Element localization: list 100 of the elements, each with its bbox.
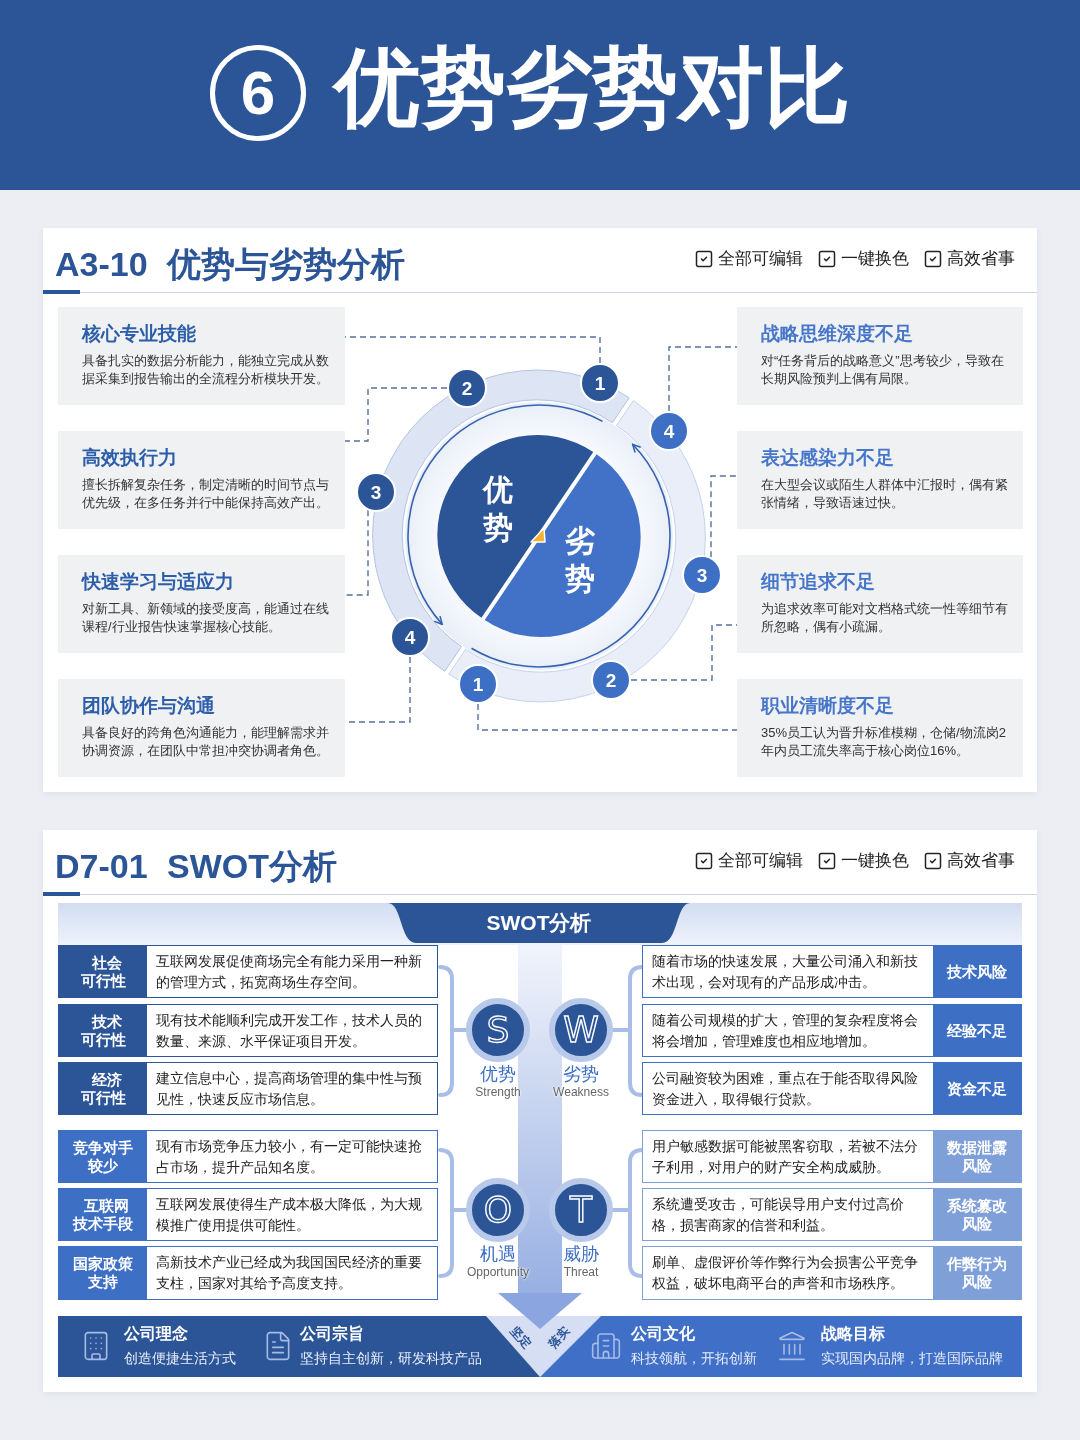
card-description: 在大型会议或陌生人群体中汇报时，偶有紧张情绪，导致语速过快。 xyxy=(761,476,1009,512)
number-circle xyxy=(447,368,487,408)
card-description: 35%员工认为晋升标准模糊，仓储/物流岗2年内员工流失率高于核心岗位16%。 xyxy=(761,724,1007,760)
table-row xyxy=(58,1188,438,1241)
info-band xyxy=(540,1316,1022,1377)
table-row xyxy=(58,1062,438,1115)
card-heading: 细节追求不足 xyxy=(761,570,875,594)
number-label: 1 xyxy=(472,674,484,694)
card-description: 擅长拆解复杂任务，制定清晰的时间节点与优先级，在多任务并行中能保持高效产出。 xyxy=(82,476,330,512)
card-heading: 战略思维深度不足 xyxy=(761,322,913,346)
row-description: 刷单、虚假评价等作弊行为会损害公平竞争权益，破坏电商平台的声誉和市场秩序。 xyxy=(652,1253,919,1293)
card-description: 对新工具、新领域的接受度高，能通过在线课程/行业报告快速掌握核心技能。 xyxy=(82,600,330,636)
swot-letter: O xyxy=(483,1192,513,1228)
feature-label: 高效省事 xyxy=(947,248,1015,270)
feature-label: 全部可编辑 xyxy=(718,850,803,872)
chevron-label: 落实 xyxy=(544,1322,574,1353)
feature-label: 高效省事 xyxy=(947,850,1015,872)
connector-line xyxy=(477,703,738,731)
card-heading: 职业清晰度不足 xyxy=(761,694,894,718)
row-description: 系统遭受攻击，可能误导用户支付过高价格，损害商家的信誉和利益。 xyxy=(652,1194,905,1235)
feature-label: 全部可编辑 xyxy=(718,248,803,270)
number-label: 3 xyxy=(696,565,708,585)
circled-number: 6 xyxy=(210,45,306,141)
info-card xyxy=(737,431,1023,529)
category-label: 资金不足 xyxy=(933,1063,1021,1114)
card-description: 为追求效率可能对文档格式统一性等细节有所忽略，偶有小疏漏。 xyxy=(761,600,1009,636)
number-circle xyxy=(356,472,396,512)
info-card xyxy=(58,431,345,529)
number-circle xyxy=(390,617,430,657)
band-text: 实现国内品牌，打造国际品牌 xyxy=(821,1349,1003,1368)
table-row xyxy=(58,1130,438,1183)
info-band xyxy=(58,1316,540,1377)
band-heading: 公司理念 xyxy=(124,1324,188,1344)
info-card xyxy=(58,555,345,653)
card-heading: 核心专业技能 xyxy=(82,322,196,346)
card-description: 对“任务背后的战略意义”思考较少，导致在长期风险预判上偶有局限。 xyxy=(761,352,1005,388)
title-tab xyxy=(388,903,690,943)
category-label: 技术可行性 xyxy=(59,1005,147,1056)
table-row xyxy=(58,1246,438,1300)
table-row xyxy=(642,1246,1022,1300)
quadrant-name: 威胁 xyxy=(563,1243,599,1265)
row-description: 随着公司规模的扩大，管理的复杂程度将会将会增加，管理难度也相应地增加。 xyxy=(652,1010,919,1051)
info-card xyxy=(737,555,1023,653)
table-row xyxy=(642,1062,1022,1115)
band-heading: 战略目标 xyxy=(821,1324,885,1344)
card-panel xyxy=(43,830,1037,1392)
category-label: 经验不足 xyxy=(933,1005,1021,1056)
table-row xyxy=(58,945,438,998)
row-description: 用户敏感数据可能被黑客窃取，若被不法分子利用，对用户的财产安全构成威胁。 xyxy=(652,1136,919,1177)
table-row xyxy=(58,1004,438,1057)
quadrant-name: 机遇 xyxy=(480,1243,516,1265)
table-row xyxy=(642,1188,1022,1241)
card-description: 具备良好的跨角色沟通能力，能理解需求并协调资源，在团队中常担冲突协调者角色。 xyxy=(82,724,330,760)
page-title: 优势劣势对比 xyxy=(334,38,850,137)
band-text: 创造便捷生活方式 xyxy=(124,1349,236,1368)
number-circle xyxy=(682,555,722,595)
row-description: 现有市场竞争压力较小，有一定可能快速抢占市场，提升产品知名度。 xyxy=(156,1136,423,1177)
swot-letter: W xyxy=(563,1012,599,1048)
row-description: 互联网发展使得生产成本极大降低，为大规模推广使用提供可能性。 xyxy=(156,1194,423,1235)
row-description: 高新技术产业已经成为我国国民经济的重要支柱，国家对其给予高度支持。 xyxy=(156,1253,423,1293)
swot-letter: T xyxy=(570,1192,592,1228)
band-text: 科技领航，开拓创新 xyxy=(631,1349,757,1368)
row-description: 现有技术能顺利完成开发工作，技术人员的数量、来源、水平保证项目开发。 xyxy=(156,1010,423,1051)
category-label: 经济可行性 xyxy=(59,1063,147,1114)
info-card xyxy=(58,307,345,405)
row-description: 建立信息中心，提高商场管理的集中性与预见性，快速反应市场信息。 xyxy=(156,1068,423,1109)
row-description: 互联网发展促使商场完全有能力采用一种新的管理方式，拓宽商场生存空间。 xyxy=(156,951,423,992)
connector-line xyxy=(344,387,448,442)
category-label: 竞争对手较少 xyxy=(59,1131,147,1182)
card-heading: 表达感染力不足 xyxy=(761,446,894,470)
category-label: 技术风险 xyxy=(933,946,1021,997)
feature-label: 一键换色 xyxy=(841,850,909,872)
chevron-label: 坚定 xyxy=(506,1322,536,1353)
card-panel xyxy=(43,228,1037,792)
card-heading: 团队协作与沟通 xyxy=(82,694,215,718)
number-label: 3 xyxy=(370,482,382,502)
half-circle-label: 优势 xyxy=(483,472,513,546)
connector-line xyxy=(344,509,369,596)
number-label: 2 xyxy=(605,670,617,690)
half-circle-label: 劣势 xyxy=(565,523,595,597)
band-heading: 公司宗旨 xyxy=(300,1324,364,1344)
card-title: D7-01 SWOT分析 xyxy=(55,846,338,887)
category-label: 国家政策支持 xyxy=(59,1247,147,1299)
row-description: 随着市场的快速发展，大量公司涌入和新技术出现，会对现有的产品形成冲击。 xyxy=(652,951,919,992)
category-label: 社会可行性 xyxy=(59,946,147,997)
category-label: 互联网技术手段 xyxy=(59,1189,147,1240)
swot-letter: S xyxy=(486,1012,510,1048)
quadrant-name: 劣势 xyxy=(563,1063,599,1085)
card-title: A3-10 优势与劣势分析 xyxy=(55,244,406,285)
connector-line xyxy=(668,346,738,412)
quadrant-name: 优势 xyxy=(480,1063,516,1085)
category-label: 数据泄露风险 xyxy=(933,1131,1021,1182)
number-label: 4 xyxy=(404,627,416,647)
info-card xyxy=(737,307,1023,405)
quadrant-english-name: Strength xyxy=(475,1085,521,1100)
quadrant-english-name: Weakness xyxy=(553,1085,609,1100)
number-label: 2 xyxy=(461,378,473,398)
table-row xyxy=(642,1130,1022,1183)
row-description: 公司融资较为困难，重点在于能否取得风险资金进入，取得银行贷款。 xyxy=(652,1068,919,1109)
band-text: 坚持自主创新，研发科技产品 xyxy=(300,1349,482,1368)
